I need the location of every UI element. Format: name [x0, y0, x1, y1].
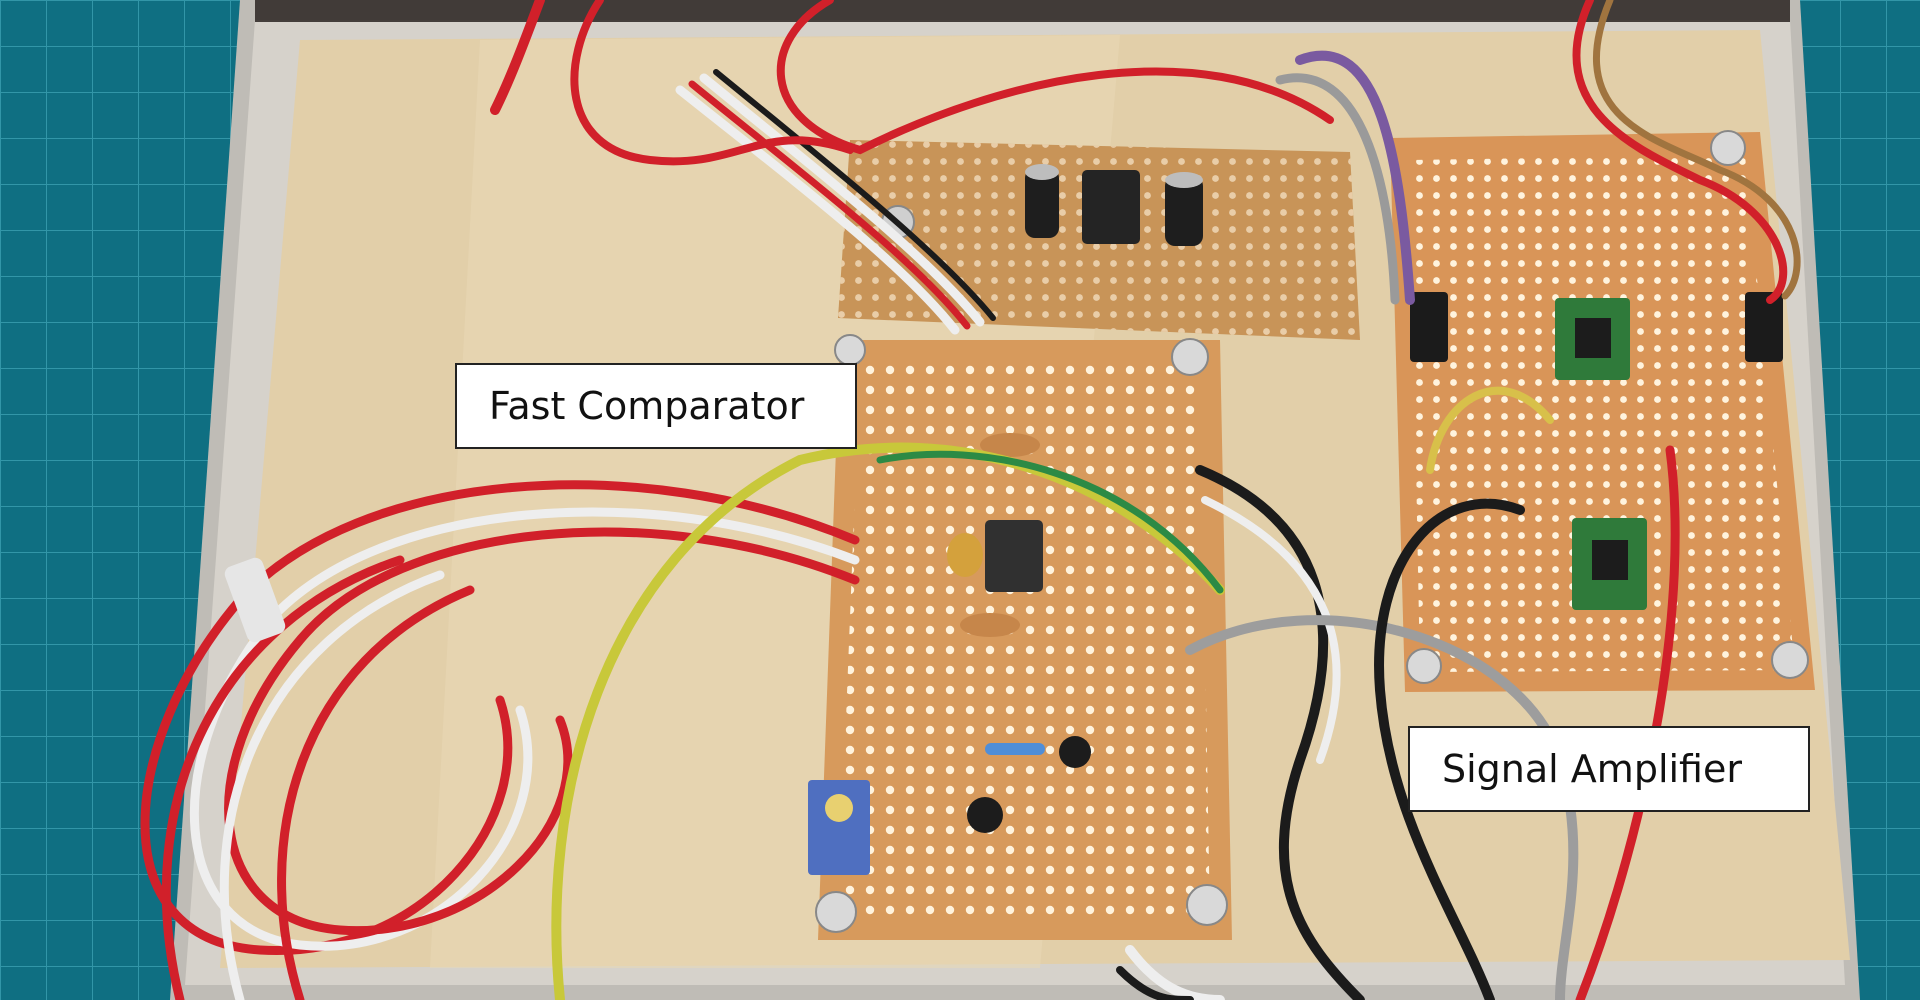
comparator-perfboard [808, 334, 1232, 940]
wiring [140, 0, 1801, 1000]
transistor-2 [967, 797, 1003, 833]
resistor-1 [985, 743, 1045, 755]
screw-amp-br [1771, 641, 1809, 679]
transistor-1 [1059, 736, 1091, 768]
ic-chip-top [1082, 170, 1140, 244]
screw-amp-bl [1406, 648, 1442, 684]
capacitor-1 [1025, 168, 1059, 238]
cable-tie [224, 557, 286, 643]
ceramic-cap-1 [947, 533, 983, 577]
amplifier-perfboard [1390, 130, 1815, 692]
screw-comp-bl [815, 891, 857, 933]
board-top-edge [255, 0, 1790, 22]
screw-comp-tl [834, 334, 866, 366]
connector-right [1745, 292, 1783, 362]
connector-left [1410, 292, 1448, 362]
screw-comp-tr [1171, 338, 1209, 376]
screw-comp-br [1186, 884, 1228, 926]
comparator-ic [985, 520, 1043, 592]
ceramic-cap-2 [960, 613, 1020, 637]
capacitor-2 [1165, 176, 1203, 246]
trimmer-potentiometer [808, 780, 870, 875]
ceramic-cap-3 [980, 433, 1040, 457]
screw-amp-tr [1710, 130, 1746, 166]
fast-comparator-label: Fast Comparator [455, 363, 857, 449]
signal-amplifier-label: Signal Amplifier [1408, 726, 1810, 812]
